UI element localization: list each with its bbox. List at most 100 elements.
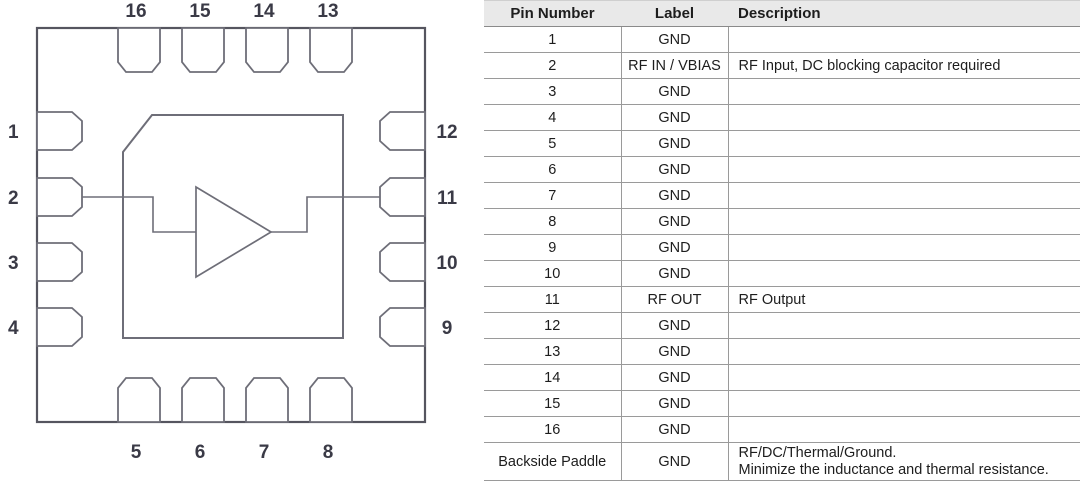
header-label: Label bbox=[621, 0, 728, 27]
pin-label-13: 13 bbox=[317, 1, 338, 22]
cell-pin: 11 bbox=[484, 286, 622, 313]
pin-label-5: 5 bbox=[131, 442, 142, 461]
cell-description bbox=[728, 260, 1080, 287]
pin-10-pad bbox=[379, 242, 426, 282]
pin-label-2: 2 bbox=[8, 188, 19, 209]
pin-8-pad bbox=[309, 377, 353, 423]
pin-label-16: 16 bbox=[125, 1, 146, 22]
pin-label-9: 9 bbox=[442, 318, 453, 339]
die-paddle-outline bbox=[122, 114, 344, 339]
bottom-pins bbox=[117, 377, 353, 423]
cell-label: GND bbox=[621, 26, 729, 53]
cell-pin: 5 bbox=[484, 130, 622, 157]
cell-description bbox=[728, 104, 1080, 131]
cell-description bbox=[728, 26, 1080, 53]
header-description: Description bbox=[728, 0, 1080, 27]
cell-pin: 3 bbox=[484, 78, 622, 105]
cell-label: RF IN / VBIAS bbox=[621, 52, 729, 79]
cell-label: GND bbox=[621, 312, 729, 339]
cell-label: GND bbox=[621, 442, 729, 481]
cell-label: GND bbox=[621, 390, 729, 417]
pin-1-pad bbox=[36, 111, 83, 151]
cell-description bbox=[728, 130, 1080, 157]
cell-description: RF Output bbox=[728, 286, 1080, 313]
cell-description bbox=[728, 390, 1080, 417]
pin-3-pad bbox=[36, 242, 83, 282]
table-header: Pin Number Label Description bbox=[484, 0, 1080, 27]
pin-15-pad bbox=[181, 27, 225, 73]
cell-description bbox=[728, 312, 1080, 339]
cell-pin: 14 bbox=[484, 364, 622, 391]
left-pins bbox=[36, 111, 83, 347]
signal-traces bbox=[82, 196, 380, 233]
pin-label-3: 3 bbox=[8, 253, 19, 274]
output-trace bbox=[271, 196, 380, 233]
cell-label: RF OUT bbox=[621, 286, 729, 313]
cell-label: GND bbox=[621, 234, 729, 261]
cell-label: GND bbox=[621, 260, 729, 287]
pin-label-12: 12 bbox=[436, 122, 457, 143]
pin-7-pad bbox=[245, 377, 289, 423]
pin-16-pad bbox=[117, 27, 161, 73]
cell-pin: 15 bbox=[484, 390, 622, 417]
pin-label-14: 14 bbox=[253, 1, 275, 22]
pin-label-1: 1 bbox=[8, 122, 19, 143]
pin-11-pad bbox=[379, 177, 426, 217]
cell-label: GND bbox=[621, 182, 729, 209]
pin-label-10: 10 bbox=[436, 253, 457, 274]
top-pins bbox=[117, 27, 353, 73]
cell-label: GND bbox=[621, 130, 729, 157]
cell-pin: 12 bbox=[484, 312, 622, 339]
cell-label: GND bbox=[621, 104, 729, 131]
package-outline-svg: 16 15 14 13 1 2 3 4 12 11 10 9 5 6 7 8 bbox=[8, 1, 458, 461]
cell-label: GND bbox=[621, 78, 729, 105]
cell-pin: 4 bbox=[484, 104, 622, 131]
cell-pin: 2 bbox=[484, 52, 622, 79]
cell-pin: 1 bbox=[484, 26, 622, 53]
pin-label-7: 7 bbox=[259, 442, 270, 461]
cell-description bbox=[728, 338, 1080, 365]
pin-label-8: 8 bbox=[323, 442, 334, 461]
package-diagram: 16 15 14 13 1 2 3 4 12 11 10 9 5 6 7 8 bbox=[0, 0, 480, 461]
cell-description: RF/DC/Thermal/Ground. Minimize the induc… bbox=[728, 442, 1080, 481]
pin-2-pad bbox=[36, 177, 83, 217]
cell-description bbox=[728, 182, 1080, 209]
cell-description bbox=[728, 416, 1080, 443]
pin-label-15: 15 bbox=[189, 1, 211, 22]
cell-pin: 13 bbox=[484, 338, 622, 365]
amplifier-symbol bbox=[195, 185, 273, 279]
cell-label: GND bbox=[621, 208, 729, 235]
pin-6-pad bbox=[181, 377, 225, 423]
pin-13-pad bbox=[309, 27, 353, 73]
header-pin-number: Pin Number bbox=[484, 0, 621, 27]
table-row-backside-paddle: Backside Paddle GND RF/DC/Thermal/Ground… bbox=[484, 442, 1080, 481]
cell-label: GND bbox=[621, 416, 729, 443]
cell-description bbox=[728, 156, 1080, 183]
cell-description bbox=[728, 208, 1080, 235]
pin-14-pad bbox=[245, 27, 289, 73]
cell-description: RF Input, DC blocking capacitor required bbox=[728, 52, 1080, 79]
cell-description bbox=[728, 234, 1080, 261]
cell-description bbox=[728, 364, 1080, 391]
cell-label: GND bbox=[621, 364, 729, 391]
input-trace bbox=[82, 196, 196, 233]
pin-label-4: 4 bbox=[8, 318, 19, 339]
pin-label-6: 6 bbox=[195, 442, 206, 461]
pin-5-pad bbox=[117, 377, 161, 423]
